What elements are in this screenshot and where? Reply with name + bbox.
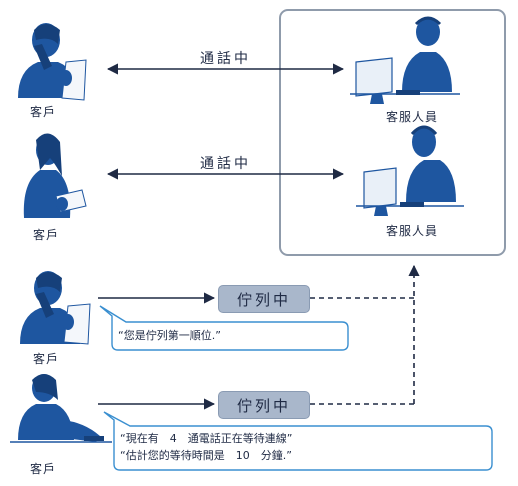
call-2-status: 通話中	[200, 156, 251, 172]
customer-4-figure	[10, 374, 112, 443]
agent-group-box	[279, 9, 506, 256]
queue-1-status-pill: 佇列中	[218, 285, 310, 313]
agent-2-label: 客服人員	[386, 224, 439, 238]
customer-2-label: 客戶	[33, 228, 60, 242]
queue-2-message-line-1: “現在有 4 通電話正在等待連線”	[120, 432, 293, 445]
call-1-status: 通話中	[200, 51, 251, 67]
agent-2-figure	[356, 125, 464, 216]
customer-3-figure	[20, 271, 91, 345]
queue-1-message-line-1: “您是佇列第一順位.”	[118, 329, 221, 342]
queue-1-bubble	[99, 305, 349, 351]
agent-1-label: 客服人員	[386, 110, 439, 124]
customer-2-figure	[23, 133, 87, 218]
customer-1-figure	[18, 23, 87, 101]
queue-2-bubble	[103, 411, 493, 471]
queue-2-status-pill: 佇列中	[218, 391, 310, 419]
customer-1-label: 客戶	[30, 105, 57, 119]
queue-2-message-line-2: “估計您的等待時間是 10 分鐘.”	[120, 449, 292, 462]
customer-4-label: 客戶	[30, 462, 57, 476]
agent-1-figure	[350, 16, 460, 104]
customer-3-label: 客戶	[33, 352, 60, 366]
